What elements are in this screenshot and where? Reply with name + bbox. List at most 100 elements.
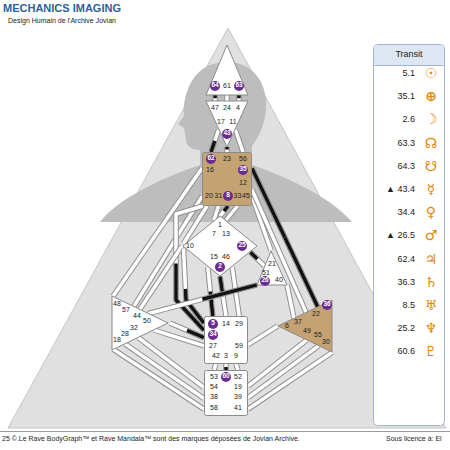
gate-number: 37 [294, 318, 302, 326]
channel-body [248, 326, 278, 345]
channel-outline [226, 206, 237, 220]
channel-line [248, 352, 332, 409]
gate-number: 6 [285, 322, 289, 330]
channel-line [125, 344, 204, 399]
gate-number: 20 [205, 192, 213, 200]
center-shape: 536052541938395841 [204, 370, 248, 416]
channel-body [224, 364, 228, 370]
gate-number: 54 [210, 383, 218, 391]
channel-body [148, 285, 257, 314]
center-shape: 3622376495530 [276, 298, 334, 354]
channel-body [220, 206, 228, 216]
gate-number: 10 [186, 242, 194, 250]
planet-symbol: ☽ [422, 110, 440, 128]
gate-number: 32 [130, 324, 138, 332]
gate-number: 7 [212, 230, 216, 238]
transit-value: 64.3 [397, 160, 415, 172]
active-gate-number: 25 [237, 241, 247, 251]
gate-number: 42 [212, 352, 220, 360]
channel-body [125, 344, 204, 399]
channel-outline [138, 338, 204, 388]
channel-line [215, 95, 216, 101]
channel-line [220, 206, 228, 216]
active-gate-number: 26 [260, 276, 270, 286]
gate-number: 19 [234, 383, 242, 391]
center-outline-shape [206, 101, 248, 147]
gate-number: 38 [210, 393, 218, 401]
channel-body [225, 147, 229, 152]
channel-line [211, 130, 219, 152]
gate-number: 50 [143, 317, 151, 325]
gate-number: 46 [222, 253, 230, 261]
planet-symbol: ☉ [422, 64, 440, 82]
channel-outline [176, 206, 204, 330]
gate-number: 53 [210, 373, 218, 381]
channel-outline [224, 147, 230, 152]
planet-symbol: ♀ [422, 203, 440, 221]
gate-number: 15 [210, 253, 218, 261]
panel-heading: Transit [373, 49, 445, 59]
center-outline-shape [205, 317, 248, 364]
center-shape: 646163 [205, 44, 249, 96]
channel-outline [287, 285, 294, 318]
transit-value: 2.6 [402, 113, 415, 125]
header-note: Sous licence à: El [386, 435, 442, 442]
panel-header-band [374, 45, 444, 65]
channel-active-half [186, 289, 205, 323]
channel-body [138, 338, 204, 388]
channel-body [287, 285, 294, 318]
transit-value: 34.4 [397, 206, 415, 218]
center-shape: 48574450322818 [110, 294, 170, 352]
channel-outline [252, 190, 306, 313]
channel-body [208, 267, 213, 316]
gate-number: 52 [234, 373, 242, 381]
channel-line [287, 285, 294, 318]
channel-line [248, 326, 278, 345]
channel-body [213, 95, 217, 101]
channel-active-half [176, 264, 204, 331]
gate-number: 41 [234, 404, 242, 412]
channel-line [227, 95, 228, 101]
gate-number: 47 [211, 104, 219, 112]
planet-symbol: ♃ [422, 250, 440, 268]
active-gate-number: 5 [208, 319, 218, 329]
active-gate-number: 36 [322, 300, 332, 310]
gate-number: 18 [113, 336, 121, 344]
transit-value: ▲ 43.4 [386, 183, 415, 195]
center-shape: 1713102515462 [182, 215, 258, 277]
gate-number: 61 [223, 82, 231, 90]
body-silhouette [100, 62, 352, 222]
gate-number: 31 [215, 192, 223, 200]
channel-active-half [252, 168, 285, 237]
channel-active-half [202, 285, 257, 299]
gate-number: 24 [223, 104, 231, 112]
planet-symbol: ☿ [422, 180, 440, 198]
transit-value: 62.4 [397, 253, 415, 265]
planet-symbol: ♄ [422, 273, 440, 291]
planet-symbol: ☋ [422, 157, 440, 175]
gate-number: 23 [223, 155, 231, 163]
chart-title: MECHANICS IMAGING [3, 2, 121, 14]
gate-number: 11 [229, 118, 236, 126]
planet-symbol: ♆ [422, 319, 440, 337]
channel-body [140, 246, 182, 309]
channel-outline [211, 130, 219, 152]
channel-body [248, 352, 332, 409]
gate-number: 57 [122, 306, 130, 314]
active-gate-number: 64 [210, 81, 220, 91]
channel-outline [235, 130, 243, 152]
gate-number: 9 [234, 352, 238, 360]
channel-line [148, 285, 257, 314]
channel-outline [154, 330, 204, 346]
gate-number: 1 [218, 221, 222, 229]
channel-line [226, 364, 227, 370]
channel-outline [236, 364, 238, 370]
channel-outline [212, 95, 218, 101]
channel-line [154, 330, 204, 346]
gate-number: 4 [236, 104, 240, 112]
channel-outline [220, 206, 228, 216]
gate-number: 16 [206, 166, 214, 174]
planet-symbol: ⊕ [422, 87, 440, 105]
channel-line [140, 246, 182, 309]
